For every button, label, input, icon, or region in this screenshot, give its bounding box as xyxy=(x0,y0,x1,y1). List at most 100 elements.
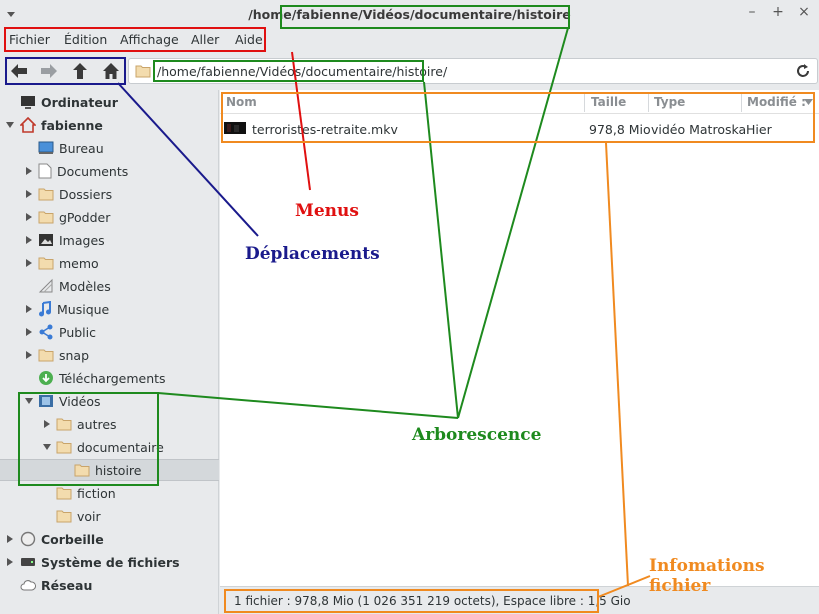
up-arrow-icon xyxy=(73,63,87,79)
tree-ordinateur[interactable]: Ordinateur xyxy=(20,91,118,113)
templates-icon xyxy=(38,278,53,293)
column-nom[interactable]: Nom xyxy=(226,95,257,109)
tree-modeles[interactable]: Modèles xyxy=(38,275,111,297)
expand-arrow-icon[interactable] xyxy=(24,189,34,199)
download-icon xyxy=(39,371,53,385)
tree-memo[interactable]: memo xyxy=(38,252,99,274)
file-type: vidéo Matroska xyxy=(651,122,747,137)
film-icon xyxy=(39,395,53,407)
folder-icon xyxy=(38,349,54,362)
menu-aide[interactable]: Aide xyxy=(235,32,263,47)
sort-descending-icon[interactable] xyxy=(804,99,813,106)
expand-arrow-icon[interactable] xyxy=(24,235,34,245)
tree-autres[interactable]: autres xyxy=(56,413,117,435)
tree-public[interactable]: Public xyxy=(38,321,96,343)
column-separator[interactable] xyxy=(648,92,649,112)
file-list-pane: Nom Taille Type Modifié : terroristes-re… xyxy=(220,90,819,586)
back-arrow-icon xyxy=(11,64,27,78)
folder-icon xyxy=(56,487,72,500)
maximize-button[interactable]: + xyxy=(772,4,784,20)
tree-reseau[interactable]: Réseau xyxy=(20,574,92,596)
document-folder-icon xyxy=(38,163,52,179)
expand-arrow-icon[interactable] xyxy=(42,419,52,429)
tree-gpodder[interactable]: gPodder xyxy=(38,206,110,228)
tree-voir[interactable]: voir xyxy=(56,505,101,527)
sidebar-tree: Ordinateur fabienne Bureau Documents Dos… xyxy=(0,90,219,614)
folder-icon xyxy=(38,257,54,270)
tree-bureau[interactable]: Bureau xyxy=(38,137,104,159)
folder-icon xyxy=(38,188,54,201)
cloud-icon xyxy=(20,580,36,591)
tree-histoire[interactable]: histoire xyxy=(74,459,141,481)
expand-arrow-icon[interactable] xyxy=(24,304,34,314)
file-size: 978,8 Mio xyxy=(589,122,651,137)
folder-icon xyxy=(56,441,72,454)
expand-arrow-icon[interactable] xyxy=(5,534,15,544)
tree-corbeille[interactable]: Corbeille xyxy=(20,528,104,550)
annotation-arborescence: Arborescence xyxy=(412,425,542,445)
window-menu-icon[interactable] xyxy=(6,9,16,19)
computer-icon xyxy=(21,96,35,109)
trash-icon xyxy=(20,531,36,547)
desktop-icon xyxy=(38,141,54,154)
up-button[interactable] xyxy=(69,59,91,83)
selected-row-highlight xyxy=(0,459,219,481)
menu-fichier[interactable]: Fichier xyxy=(9,32,50,47)
back-button[interactable] xyxy=(8,59,30,83)
table-row[interactable]: terroristes-retraite.mkv 978,8 Mio vidéo… xyxy=(220,117,819,141)
column-type[interactable]: Type xyxy=(654,95,686,109)
menubar: Fichier Édition Affichage Aller Aide xyxy=(0,28,819,52)
tree-dossiers[interactable]: Dossiers xyxy=(38,183,112,205)
window-title: /home/fabienne/Vidéos/documentaire/histo… xyxy=(248,7,571,22)
tree-telechargements[interactable]: Téléchargements xyxy=(38,367,166,389)
reload-icon[interactable] xyxy=(795,63,811,79)
collapse-arrow-icon[interactable] xyxy=(24,396,34,406)
home-button[interactable] xyxy=(100,59,122,83)
column-taille[interactable]: Taille xyxy=(591,95,627,109)
drive-icon xyxy=(21,558,35,566)
column-separator[interactable] xyxy=(584,92,585,112)
forward-arrow-icon xyxy=(41,64,57,78)
folder-icon xyxy=(38,211,54,224)
share-icon xyxy=(39,324,53,340)
home-icon xyxy=(103,63,119,79)
pictures-icon xyxy=(39,234,53,246)
expand-arrow-icon[interactable] xyxy=(24,327,34,337)
folder-icon xyxy=(56,418,72,431)
address-bar[interactable]: /home/fabienne/Vidéos/documentaire/histo… xyxy=(128,58,818,84)
expand-arrow-icon[interactable] xyxy=(24,212,34,222)
tree-documents[interactable]: Documents xyxy=(38,160,128,182)
expand-arrow-icon[interactable] xyxy=(24,258,34,268)
tree-home[interactable]: fabienne xyxy=(20,114,103,136)
tree-snap[interactable]: snap xyxy=(38,344,89,366)
collapse-arrow-icon[interactable] xyxy=(5,120,15,130)
window-controls: – + × xyxy=(743,4,813,20)
column-separator[interactable] xyxy=(741,92,742,112)
file-modified: Hier xyxy=(746,122,772,137)
menu-edition[interactable]: Édition xyxy=(64,32,108,47)
status-text: 1 fichier : 978,8 Mio (1 026 351 219 oct… xyxy=(234,594,631,608)
expand-arrow-icon[interactable] xyxy=(24,350,34,360)
collapse-arrow-icon[interactable] xyxy=(42,442,52,452)
forward-button[interactable] xyxy=(38,59,60,83)
annotation-infos: Infomations fichier xyxy=(649,556,765,596)
tree-videos[interactable]: Vidéos xyxy=(38,390,101,412)
minimize-button[interactable]: – xyxy=(748,4,756,20)
close-button[interactable]: × xyxy=(798,4,810,20)
menu-aller[interactable]: Aller xyxy=(191,32,220,47)
folder-icon xyxy=(135,65,151,78)
tree-images[interactable]: Images xyxy=(38,229,105,251)
annotation-deplacements: Déplacements xyxy=(245,244,380,264)
menu-affichage[interactable]: Affichage xyxy=(120,32,179,47)
tree-musique[interactable]: Musique xyxy=(38,298,109,320)
annotation-menus: Menus xyxy=(292,200,362,222)
folder-icon xyxy=(74,464,90,477)
column-modifie[interactable]: Modifié : xyxy=(747,95,806,109)
tree-fiction[interactable]: fiction xyxy=(56,482,116,504)
expand-arrow-icon[interactable] xyxy=(24,166,34,176)
tree-systeme[interactable]: Système de fichiers xyxy=(20,551,180,573)
folder-icon xyxy=(56,510,72,523)
expand-arrow-icon[interactable] xyxy=(5,557,15,567)
address-text: /home/fabienne/Vidéos/documentaire/histo… xyxy=(157,64,448,79)
tree-documentaire[interactable]: documentaire xyxy=(56,436,164,458)
